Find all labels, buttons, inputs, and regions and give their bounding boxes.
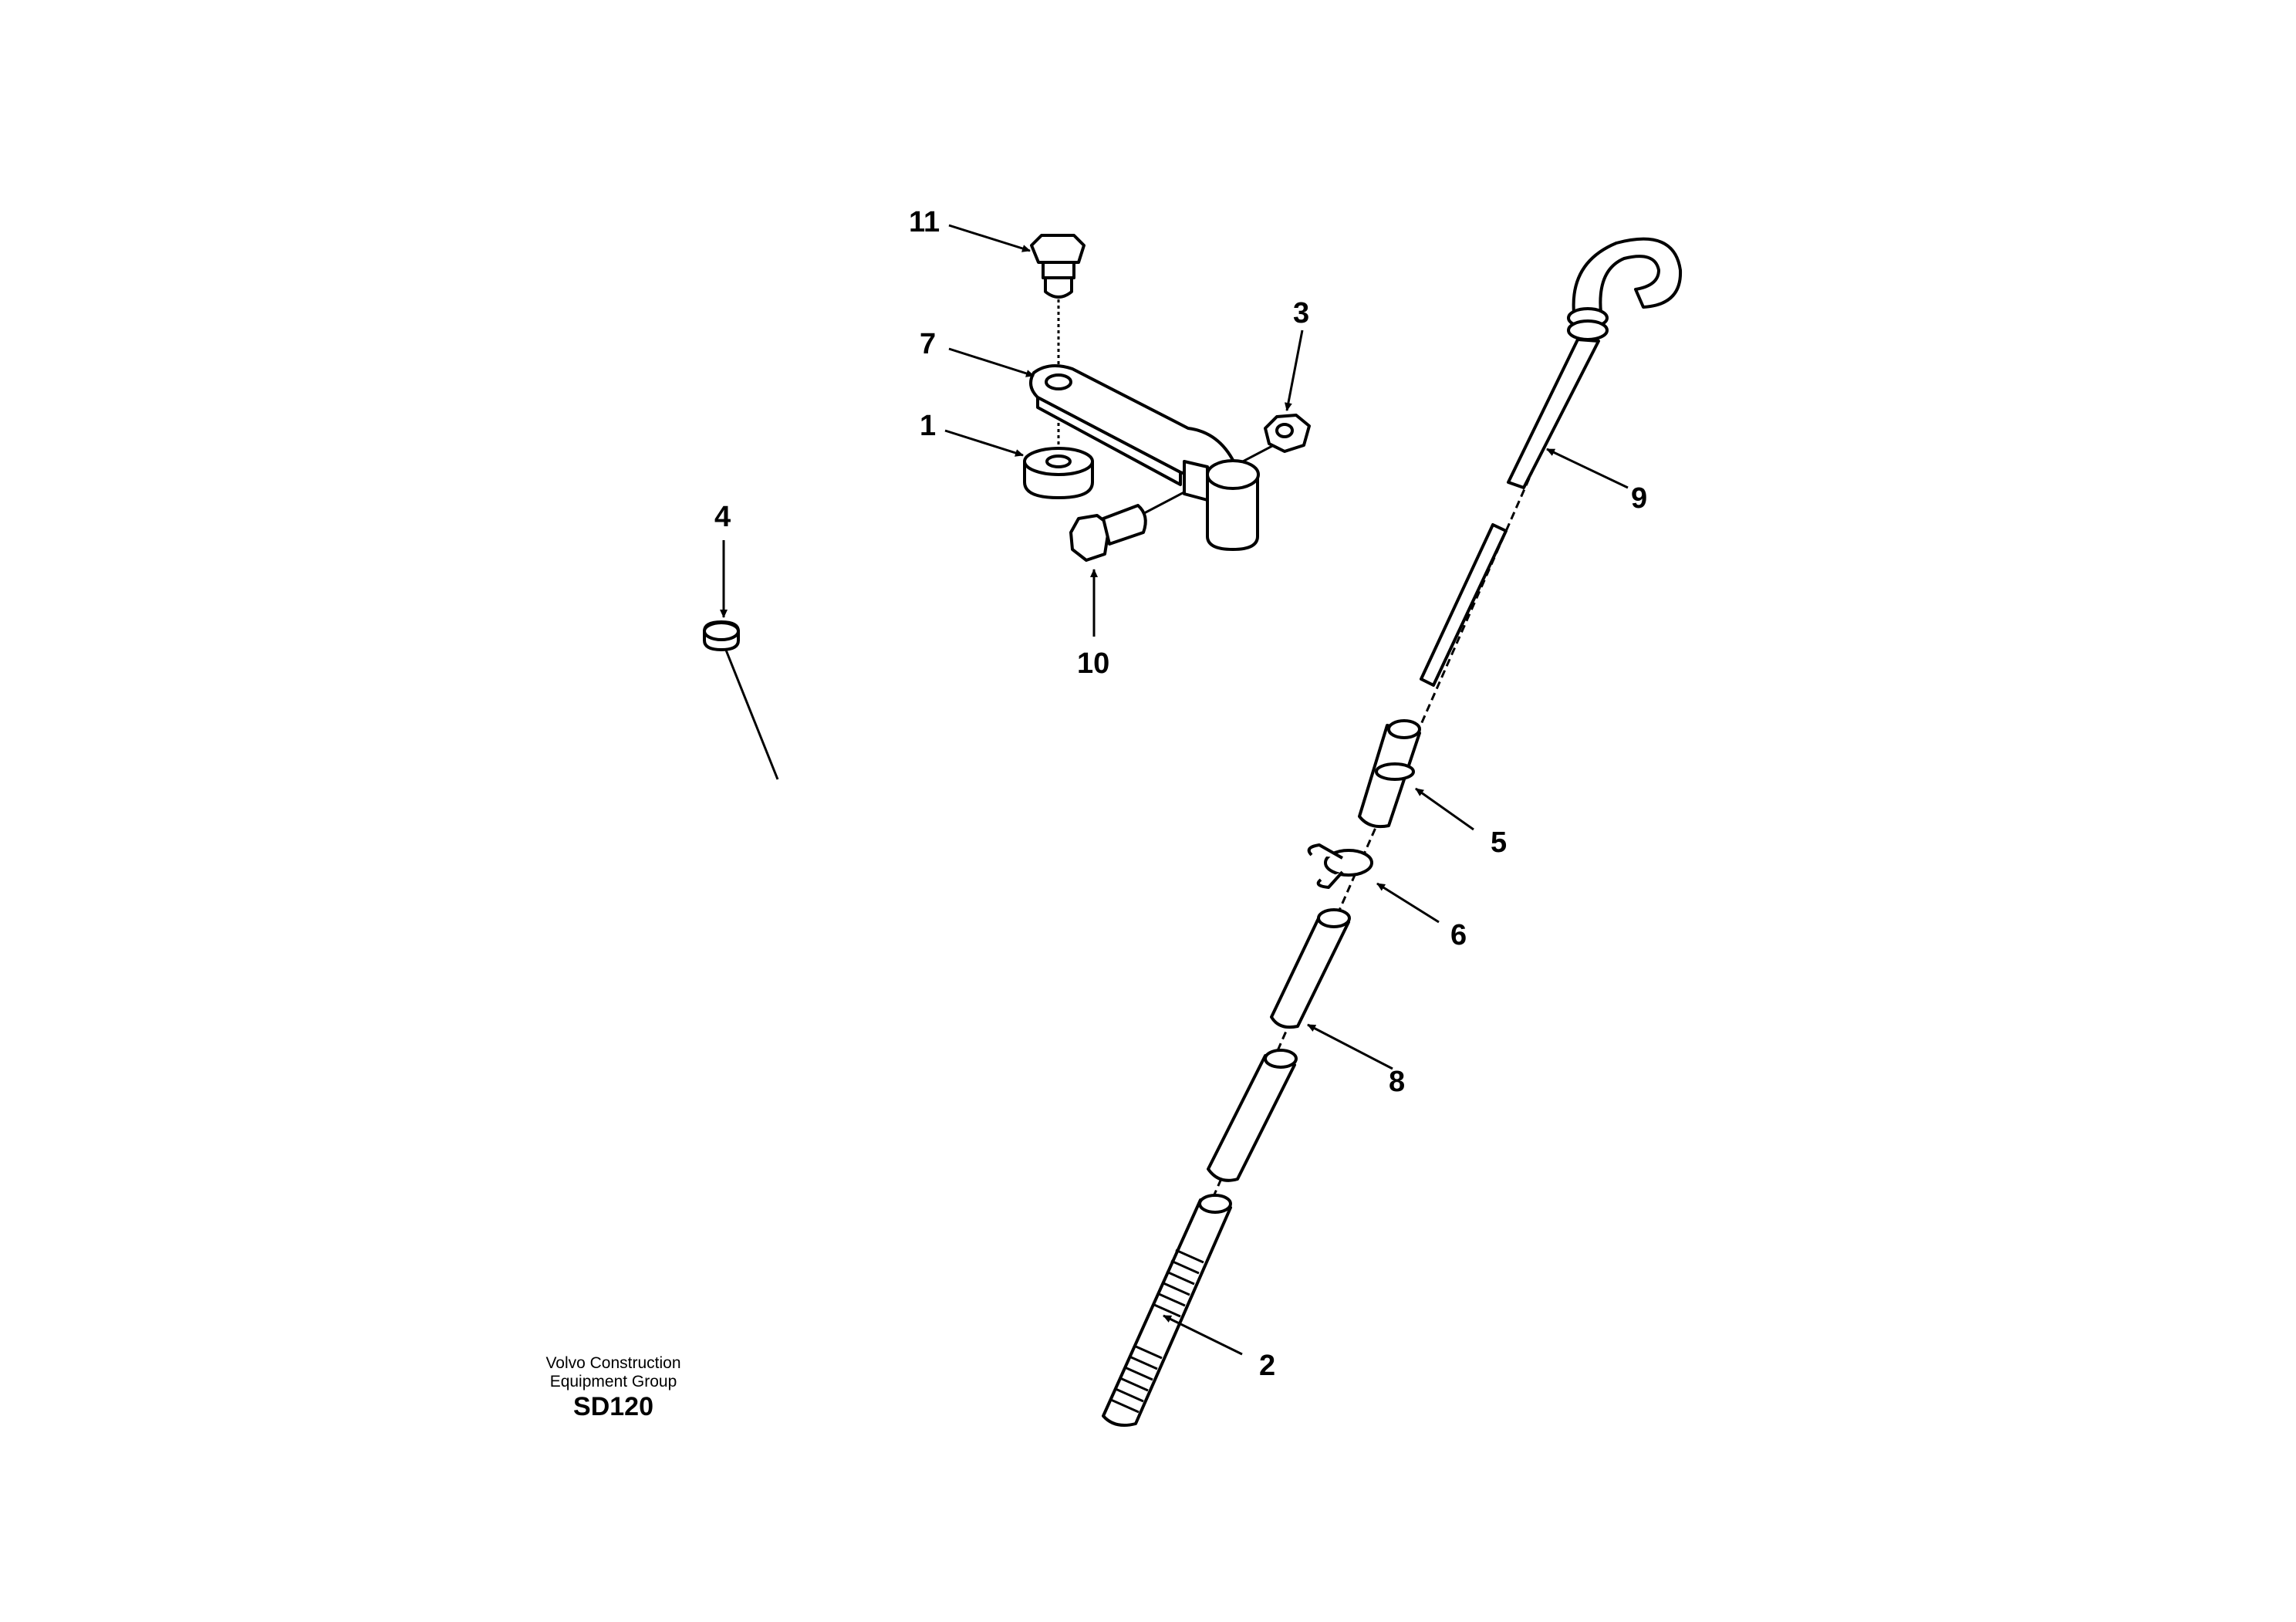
leader-5 bbox=[1415, 787, 1474, 831]
callout-1: 1 bbox=[920, 410, 936, 442]
part-8-tube bbox=[1207, 908, 1351, 1182]
callout-labels: 11 7 1 3 4 10 9 5 6 8 2 bbox=[714, 206, 1647, 1382]
callout-10: 10 bbox=[1077, 647, 1109, 680]
part-6-clip bbox=[1307, 843, 1373, 889]
leader-1 bbox=[944, 429, 1024, 457]
part-5-collar bbox=[1358, 719, 1421, 829]
thread-hatching bbox=[1110, 1249, 1204, 1414]
part-10-bolt bbox=[1069, 504, 1147, 562]
leader-lines bbox=[720, 224, 1629, 1356]
drawing-code: SD120 bbox=[573, 1392, 653, 1421]
leader-9 bbox=[1546, 448, 1629, 489]
part-2-threaded-tube bbox=[1102, 1194, 1232, 1427]
callout-5: 5 bbox=[1491, 826, 1507, 859]
part-3-nut bbox=[1264, 414, 1311, 453]
leader-8 bbox=[1307, 1023, 1393, 1070]
dipstick-assembly bbox=[1102, 237, 1683, 1427]
part-11-bolt bbox=[1030, 234, 1086, 299]
drawing-footer: Volvo Construction Equipment Group SD120 bbox=[478, 1354, 748, 1422]
part-1-spacer bbox=[1023, 447, 1094, 499]
callout-2: 2 bbox=[1259, 1350, 1275, 1382]
callout-8: 8 bbox=[1389, 1066, 1405, 1098]
part-7-strap bbox=[1029, 364, 1260, 551]
callout-7: 7 bbox=[920, 328, 936, 360]
part-9-dipstick bbox=[1420, 237, 1683, 687]
callout-6: 6 bbox=[1450, 919, 1467, 951]
callout-11: 11 bbox=[909, 206, 940, 238]
leader-3 bbox=[1284, 329, 1304, 411]
part-4-cap bbox=[703, 620, 779, 780]
callout-3: 3 bbox=[1293, 297, 1309, 329]
callout-4: 4 bbox=[714, 501, 731, 533]
leader-2 bbox=[1163, 1314, 1243, 1356]
company-name-line2: Equipment Group bbox=[549, 1373, 677, 1391]
callout-9: 9 bbox=[1631, 482, 1647, 515]
leader-6 bbox=[1376, 882, 1440, 924]
bracket-assembly bbox=[1023, 234, 1311, 562]
leader-11 bbox=[948, 224, 1031, 252]
company-name-line1: Volvo Construction bbox=[545, 1354, 681, 1372]
leader-7 bbox=[948, 347, 1035, 377]
